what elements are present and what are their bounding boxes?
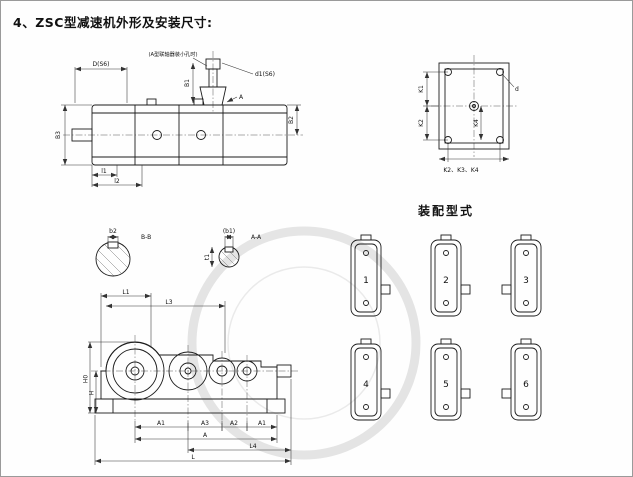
side-view-dimensions: D(S6) (A型联轴器装小孔时) B1 d1(S6) A B2 B3	[55, 50, 301, 188]
dim-label-b2: b2	[109, 228, 117, 235]
shaft-stub-left	[501, 388, 512, 399]
gearbox-body	[91, 98, 288, 166]
dim-label-H: H	[89, 391, 96, 396]
front-view-drawing: L1 L3 H0 H A1 A3	[83, 289, 299, 465]
dim-label-d1: d1(S6)	[255, 71, 275, 78]
shaft-stub-right	[460, 388, 471, 399]
dim-label-B1: B1	[184, 79, 191, 87]
section-bb-title: B-B	[141, 234, 151, 241]
dim-label-A3: A3	[201, 420, 209, 427]
section-bb: b2 B-B	[95, 228, 151, 277]
page-title: 4、ZSC型减速机外形及安装尺寸:	[13, 15, 213, 30]
assembly-type-3: 3	[501, 234, 542, 317]
input-shaft	[199, 51, 227, 113]
dim-label-L: L	[191, 454, 195, 461]
section-views: b2 B-B (b1) A-A t1	[95, 228, 262, 277]
dim-label-B2: B2	[288, 116, 295, 124]
assembly-type-5: 5	[430, 338, 471, 421]
assembly-type-grid: 1 2 3 4	[333, 233, 559, 429]
plan-view-drawing: K1 K2 K4 d K2、K3、K4	[418, 55, 519, 174]
dim-label-K1: K1	[418, 85, 425, 93]
shaft-stub-right	[460, 284, 471, 295]
dim-label-l2: l2	[114, 178, 120, 185]
dim-label-t1: t1	[204, 254, 211, 260]
shaft-stub-right	[380, 388, 391, 399]
section-aa: (b1) A-A t1	[204, 228, 262, 268]
assembly-type-number: 4	[363, 380, 369, 390]
assembly-type-4: 4	[350, 338, 391, 421]
dim-label-B3: B3	[55, 131, 62, 139]
shaft-stub-right	[380, 284, 391, 295]
assembly-type-number: 1	[363, 276, 369, 286]
assembly-type-2: 2	[430, 234, 471, 317]
coupling-note: (A型联轴器装小孔时)	[148, 50, 197, 58]
dim-label-D: D(S6)	[93, 61, 110, 68]
assembly-heading: 装配型式	[418, 204, 475, 218]
assembly-type-number: 5	[443, 380, 449, 390]
dim-label-K4: K4	[473, 119, 480, 127]
dim-label-A: A	[239, 94, 244, 101]
assembly-type-1: 1	[350, 234, 391, 317]
watermark-stamp	[187, 226, 421, 460]
dim-label-A1-left: A1	[157, 420, 165, 427]
dim-label-b1: (b1)	[223, 228, 235, 235]
dim-label-A1-right: A1	[258, 420, 266, 427]
dim-label-l1: l1	[101, 168, 107, 175]
plan-bottom-caption: K2、K3、K4	[443, 167, 478, 174]
bearing-bores	[105, 341, 258, 401]
front-view-dimensions: L1 L3 H0 H A1 A3	[83, 289, 292, 465]
shaft-stub-left	[501, 284, 512, 295]
dim-label-d: d	[515, 86, 519, 93]
section-aa-title: A-A	[251, 234, 262, 241]
dim-label-A2: A2	[230, 420, 238, 427]
dim-label-L3: L3	[165, 299, 172, 306]
dim-label-L4: L4	[249, 443, 256, 450]
assembly-type-number: 3	[523, 276, 529, 286]
dim-label-H0: H0	[83, 375, 90, 384]
assembly-type-number: 2	[443, 276, 449, 286]
dim-label-L1: L1	[122, 289, 129, 296]
assembly-type-number: 6	[523, 380, 529, 390]
assembly-type-6: 6	[501, 338, 542, 421]
dim-label-K2: K2	[418, 119, 425, 127]
dim-label-A-total: A	[203, 432, 208, 439]
side-view-drawing: D(S6) (A型联轴器装小孔时) B1 d1(S6) A B2 B3	[55, 50, 303, 188]
output-shaft	[71, 128, 93, 142]
plan-view-dimensions: K1 K2 K4 d K2、K3、K4	[418, 71, 519, 174]
